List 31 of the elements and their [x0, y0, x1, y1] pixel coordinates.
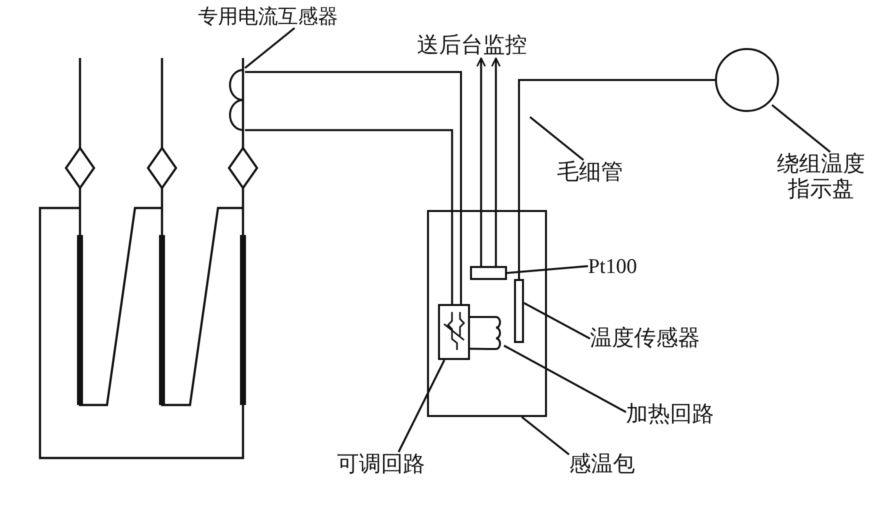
- heater-coil: [488, 315, 504, 351]
- leader-line: [506, 265, 588, 274]
- sensing-bulb-housing: [427, 210, 547, 417]
- callout-label: 毛细管: [557, 160, 623, 186]
- signal-arrow: [491, 58, 501, 266]
- leader-line: [504, 344, 626, 413]
- indicator-dial: [715, 48, 779, 112]
- leader-line: [771, 104, 831, 153]
- capillary-tube: [518, 79, 715, 279]
- callout-label: 送后台监控: [417, 33, 527, 58]
- signal-arrow: [476, 58, 486, 266]
- adjustable-circuit-housing: [438, 304, 470, 360]
- callout-label: 感温包: [569, 452, 635, 478]
- wire: [470, 348, 488, 350]
- callout-label: Pt100: [588, 254, 638, 278]
- leader-line: [398, 360, 446, 452]
- callout-label: 可调回路: [337, 452, 425, 478]
- current-transformer-coil: [228, 68, 245, 132]
- callout-label: 加热回路: [626, 402, 714, 428]
- callout-label: 绕组温度指示盘: [775, 152, 867, 203]
- leader-line: [521, 416, 570, 456]
- wire: [245, 71, 462, 304]
- wire: [245, 129, 454, 304]
- temperature-sensor-element: [514, 279, 524, 343]
- callout-label: 温度传感器: [590, 326, 700, 352]
- callout-label: 专用电流互感器: [198, 5, 338, 28]
- wire: [470, 316, 488, 318]
- pt100-element: [470, 266, 507, 280]
- leader-line: [524, 302, 590, 340]
- leader-line: [244, 27, 296, 69]
- leader-line: [529, 116, 584, 161]
